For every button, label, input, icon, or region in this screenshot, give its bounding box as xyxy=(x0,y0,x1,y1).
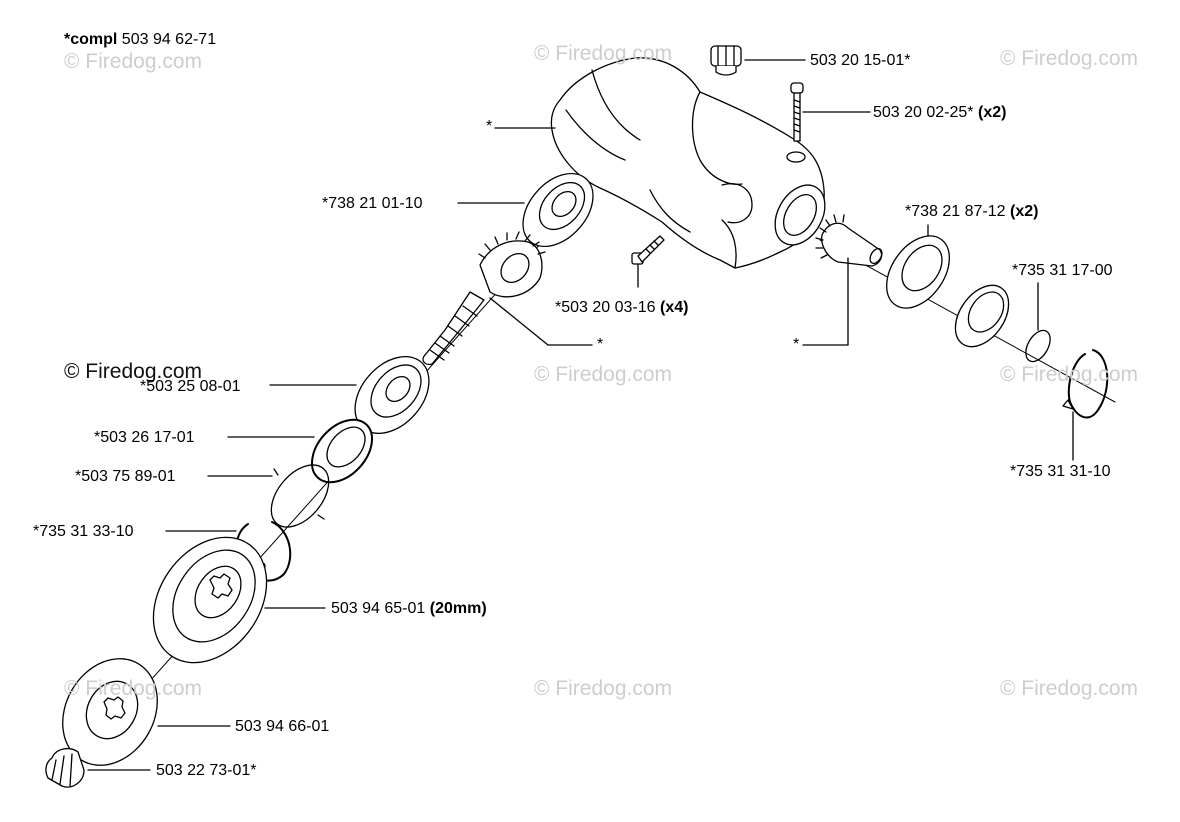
part-label: 503 22 73-01* xyxy=(156,762,257,780)
star-marker: * xyxy=(793,336,800,353)
part-number: 503 20 15-01* xyxy=(810,52,911,69)
retaining-ring-large xyxy=(1062,349,1109,461)
thrust-washer xyxy=(62,658,231,766)
bearing-upper xyxy=(457,172,594,248)
part-number: 503 22 73-01* xyxy=(156,762,257,779)
watermark: © Firedog.com xyxy=(534,42,673,65)
part-qty: (x4) xyxy=(659,299,689,316)
part-qty: (x2) xyxy=(1009,203,1039,220)
circlip-small xyxy=(1025,282,1051,363)
part-number: *503 25 08-01 xyxy=(140,378,241,395)
part-label: *503 75 89-01 xyxy=(75,468,176,486)
part-label: *735 31 31-10 xyxy=(1010,463,1111,481)
bearing-right-1 xyxy=(886,224,950,309)
bevel-gear-right xyxy=(802,214,883,346)
part-label: *735 31 17-00 xyxy=(1012,262,1113,280)
compl-number: 503 94 62-71 xyxy=(121,31,217,48)
gear-housing xyxy=(550,57,826,269)
part-label: *738 21 87-12 (x2) xyxy=(905,203,1038,221)
part-number: *738 21 01-10 xyxy=(322,195,423,212)
pinion-shaft xyxy=(422,231,593,366)
nut xyxy=(45,747,151,788)
part-label: *735 31 33-10 xyxy=(33,523,134,541)
watermark: © Firedog.com xyxy=(1000,47,1139,70)
watermark: © Firedog.com xyxy=(534,677,673,700)
part-number: 503 20 02-25* xyxy=(873,104,974,121)
washer-tabbed xyxy=(207,464,330,528)
part-number: *735 31 17-00 xyxy=(1012,262,1113,279)
part-label: 503 94 66-01 xyxy=(235,718,329,736)
bearing-right-2 xyxy=(954,284,1010,348)
star-marker: * xyxy=(486,118,493,135)
part-number: *735 31 31-10 xyxy=(1010,463,1111,480)
top-plug xyxy=(710,45,806,76)
assembly-number: *compl 503 94 62-71 xyxy=(64,31,216,49)
compl-prefix: *compl xyxy=(64,31,118,48)
part-number: *738 21 87-12 xyxy=(905,203,1006,220)
part-number: 503 94 66-01 xyxy=(235,718,330,735)
star-marker: * xyxy=(597,336,604,353)
watermark: © Firedog.com xyxy=(534,363,673,386)
watermark: © Firedog.com xyxy=(1000,677,1139,700)
part-qty: (x2) xyxy=(977,104,1007,121)
part-label: *738 21 01-10 xyxy=(322,195,423,213)
part-number: *503 26 17-01 xyxy=(94,429,195,446)
part-label: 503 20 02-25* (x2) xyxy=(873,104,1006,122)
part-label: *503 25 08-01 xyxy=(140,378,241,396)
part-qty: (20mm) xyxy=(429,600,487,617)
part-label: *503 20 03-16 (x4) xyxy=(555,299,688,317)
part-number: *503 75 89-01 xyxy=(75,468,176,485)
bolt-vertical xyxy=(790,82,871,142)
part-label: 503 20 15-01* xyxy=(810,52,911,70)
seal xyxy=(227,418,373,484)
watermark: © Firedog.com xyxy=(64,677,203,700)
drive-disc xyxy=(152,536,326,664)
part-number: 503 94 65-01 xyxy=(331,600,426,617)
part-number: *735 31 33-10 xyxy=(33,523,134,540)
watermark: © Firedog.com xyxy=(1000,363,1139,386)
part-label: 503 94 65-01 (20mm) xyxy=(331,600,487,618)
part-label: *503 26 17-01 xyxy=(94,429,195,447)
watermark: © Firedog.com xyxy=(64,50,203,73)
part-number: *503 20 03-16 xyxy=(555,299,656,316)
watermark-dark: © Firedog.com xyxy=(64,360,203,383)
screw-small xyxy=(631,235,665,288)
